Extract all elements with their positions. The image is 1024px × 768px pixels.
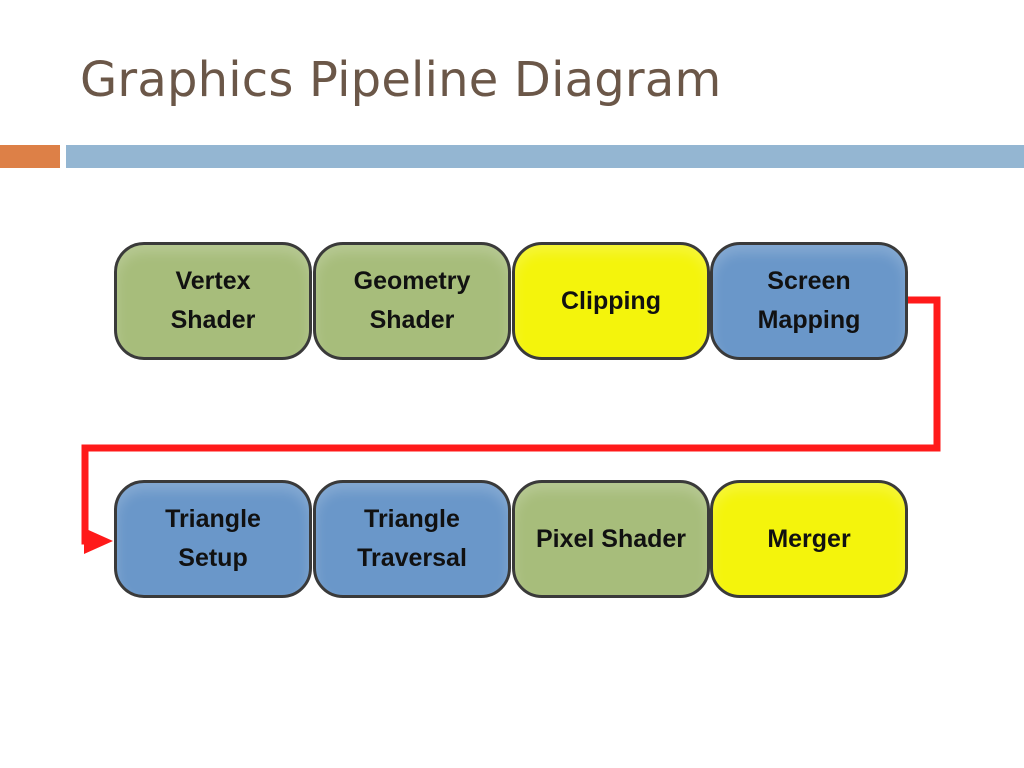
stage-label: Triangle Traversal	[357, 505, 467, 572]
stage-label: Geometry Shader	[353, 267, 471, 334]
stage-triangle-traversal: Triangle Traversal	[313, 480, 511, 598]
stage-triangle-setup: Triangle Setup	[114, 480, 312, 598]
stage-screen-mapping: Screen Mapping	[710, 242, 908, 360]
title-rule-bar	[66, 145, 1024, 168]
stage-merger: Merger	[710, 480, 908, 598]
title-accent-bar	[0, 145, 60, 168]
stage-label: Vertex Shader	[170, 267, 256, 334]
stage-label: Triangle Setup	[165, 505, 261, 572]
stage-label: Pixel Shader	[535, 524, 687, 553]
stage-label: Merger	[767, 524, 851, 553]
stage-geometry-shader: Geometry Shader	[313, 242, 511, 360]
stage-label: Clipping	[561, 286, 661, 315]
stage-pixel-shader: Pixel Shader	[512, 480, 710, 598]
stage-label: Screen Mapping	[757, 267, 861, 334]
stage-clipping: Clipping	[512, 242, 710, 360]
slide-title: Graphics Pipeline Diagram	[80, 52, 722, 108]
row-wrap-arrow-head	[84, 528, 113, 554]
stage-vertex-shader: Vertex Shader	[114, 242, 312, 360]
